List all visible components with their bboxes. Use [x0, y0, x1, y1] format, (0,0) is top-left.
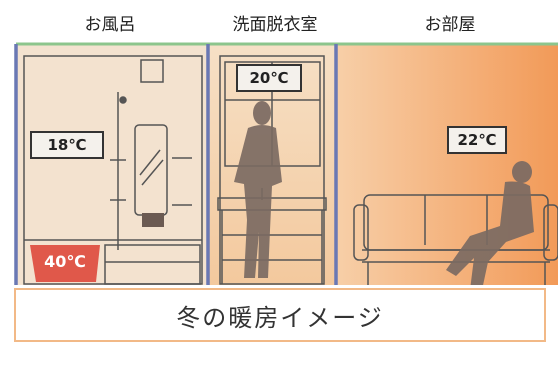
bath-interior [23, 55, 203, 285]
room-label-room: お部屋 [424, 15, 476, 35]
room-label-washroom: 洗面脱衣室 [232, 15, 318, 35]
bathtub-water [30, 245, 100, 282]
temp-badge-bathtub: 40℃ [44, 252, 86, 271]
caption-box: 冬の暖房イメージ [14, 288, 546, 342]
temp-badge-bath: 18℃ [30, 131, 104, 159]
caption-text: 冬の暖房イメージ [176, 303, 384, 332]
temp-badge-washroom: 20℃ [236, 64, 302, 92]
walls [14, 44, 338, 285]
room-cross-section [14, 42, 558, 285]
temp-badge-room: 22℃ [447, 126, 507, 154]
room-label-bath: お風呂 [84, 15, 136, 35]
standing-person-silhouette [234, 101, 282, 278]
sitting-person-silhouette [446, 161, 534, 285]
